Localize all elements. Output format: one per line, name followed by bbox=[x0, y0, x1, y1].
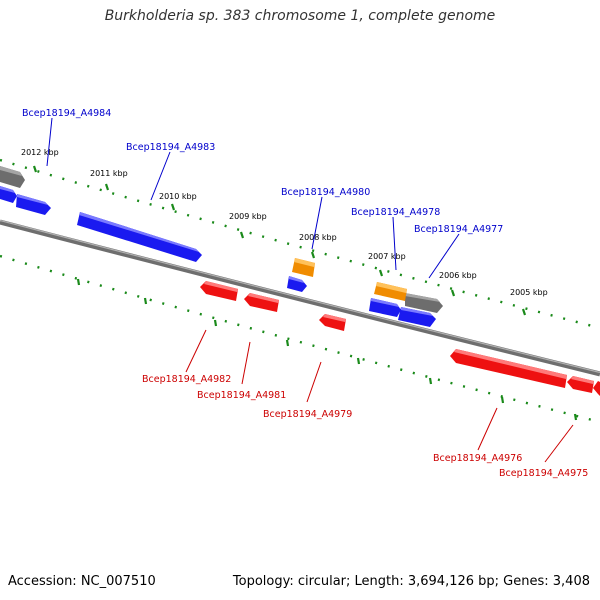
forward-genes bbox=[0, 186, 436, 327]
gene-label-forward: Bcep18194_A4980 bbox=[281, 187, 370, 198]
reverse-genes bbox=[200, 281, 600, 396]
scale-label: 2006 kbp bbox=[439, 271, 477, 280]
scale-label: 2008 kbp bbox=[299, 233, 337, 242]
scale-label: 2012 kbp bbox=[21, 148, 59, 157]
outer-scale-ring bbox=[0, 158, 600, 330]
gene-label-reverse: Bcep18194_A4976 bbox=[433, 453, 522, 464]
map-title: Burkholderia sp. 383 chromosome 1, compl… bbox=[104, 8, 496, 24]
gene-label-reverse: Bcep18194_A4975 bbox=[499, 468, 588, 479]
inner-scale-ring bbox=[0, 254, 600, 424]
scale-label: 2011 kbp bbox=[90, 169, 128, 178]
gene-label-forward: Bcep18194_A4978 bbox=[351, 207, 440, 218]
scale-labels: 2012 kbp 2011 kbp 2010 kbp 2009 kbp 2008… bbox=[21, 148, 548, 297]
gene-label-forward: Bcep18194_A4983 bbox=[126, 142, 215, 153]
scale-label: 2007 kbp bbox=[368, 252, 406, 261]
scale-label: 2009 kbp bbox=[229, 212, 267, 221]
outer-major-ticks bbox=[32, 165, 527, 316]
forward-gene-labels: Bcep18194_A4984 Bcep18194_A4983 Bcep1819… bbox=[22, 108, 503, 279]
scale-label: 2005 kbp bbox=[510, 288, 548, 297]
feature-grey-right bbox=[405, 293, 443, 313]
genome-backbone bbox=[0, 219, 600, 377]
gene-label-reverse: Bcep18194_A4982 bbox=[142, 374, 231, 385]
inner-major-ticks bbox=[76, 278, 578, 421]
gene-label-reverse: Bcep18194_A4981 bbox=[197, 390, 286, 401]
gene-label-forward: Bcep18194_A4977 bbox=[414, 224, 503, 235]
reverse-gene-labels: Bcep18194_A4982 Bcep18194_A4981 Bcep1819… bbox=[142, 329, 588, 479]
gene-label-forward: Bcep18194_A4984 bbox=[22, 108, 111, 119]
accession-text: Accession: NC_007510 bbox=[8, 574, 156, 589]
rna-genes bbox=[292, 258, 407, 301]
genome-summary-text: Topology: circular; Length: 3,694,126 bp… bbox=[232, 574, 590, 589]
scale-label: 2010 kbp bbox=[159, 192, 197, 201]
gene-label-reverse: Bcep18194_A4979 bbox=[263, 409, 352, 420]
